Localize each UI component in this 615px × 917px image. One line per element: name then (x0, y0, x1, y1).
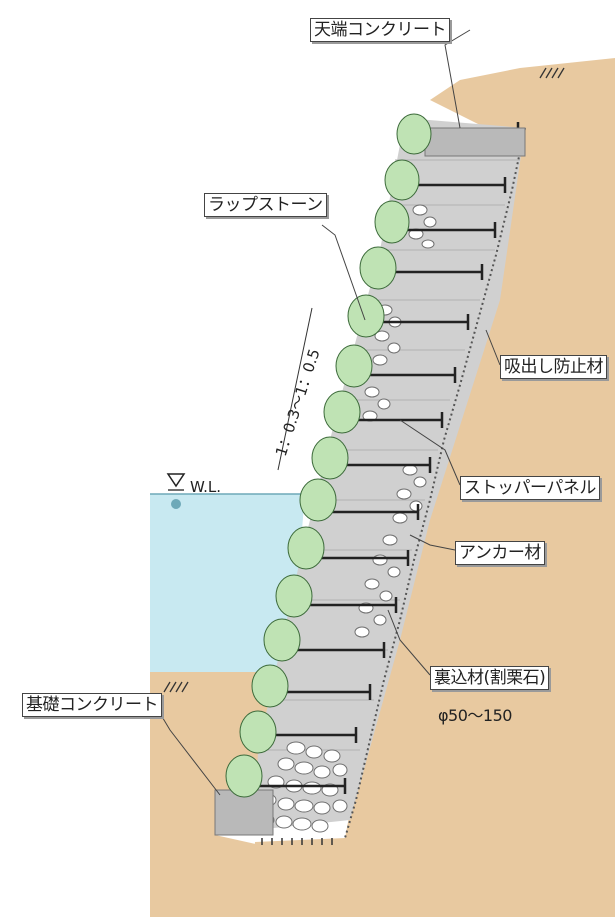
leader-crown-concrete (444, 29, 471, 129)
ground-hatch-marks (163, 67, 565, 693)
label-foundation-concrete: 基礎コンクリート (22, 693, 162, 717)
front-stones (225, 113, 432, 798)
label-backfill-size: φ50～150 (438, 706, 512, 725)
label-backfill-material: 裏込材(割栗石) (430, 666, 550, 690)
label-anchor-member: アンカー材 (455, 541, 545, 565)
label-drain-protection: 吸出し防止材 (500, 355, 607, 379)
leader-anchor-member (409, 534, 456, 551)
label-crown-concrete: 天端コンクリート (310, 18, 450, 42)
leader-stopper-panel (399, 419, 461, 486)
leader-drain-protection (485, 329, 501, 366)
drain-protection-sheet (344, 127, 526, 839)
wall-panel-body (255, 118, 525, 830)
label-stopper-panel: ストッパーパネル (460, 476, 600, 500)
crown-concrete-block (424, 127, 526, 157)
foundation-hatching (261, 838, 333, 845)
leader-rubble-stone (321, 224, 366, 321)
leader-backfill-material (387, 609, 431, 676)
label-rubble-stone: ラップストーン (204, 193, 327, 217)
slope-dimension-line (277, 307, 313, 471)
water-level-symbol (166, 473, 186, 509)
water-body (150, 494, 305, 672)
label-water-level: W.L. (190, 478, 222, 496)
